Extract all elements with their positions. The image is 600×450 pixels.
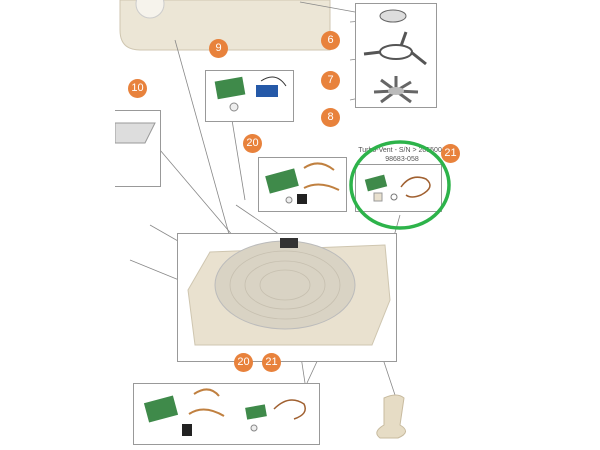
kit-20-box (258, 157, 347, 212)
lid-hub (135, 0, 165, 19)
kit-21-caption: Turbo-Vent - S/N > 2055001 98683-058 (352, 146, 452, 164)
badge-7: 7 (321, 71, 340, 90)
wire-harness-part (303, 162, 340, 191)
kit-21-model: Turbo-Vent - S/N > 2055001 (358, 147, 446, 154)
badge-20-top: 20 (243, 134, 262, 153)
cap-part (379, 9, 407, 23)
kit-21-part-number: 98683-058 (385, 156, 419, 163)
badge-21-bottom: 21 (262, 353, 281, 372)
part-10-box (115, 110, 161, 187)
vent-lid (119, 0, 331, 51)
wire-harness-part (400, 176, 431, 198)
circuit-board-part (143, 395, 179, 423)
kit-9-box (205, 70, 294, 122)
badge-6: 6 (321, 31, 340, 50)
badge-10: 10 (128, 79, 147, 98)
badge-21-top: 21 (441, 144, 460, 163)
connector-part (256, 85, 278, 97)
part-10 (115, 122, 156, 144)
fan-parts-illustration (363, 9, 427, 104)
badge-9: 9 (209, 39, 228, 58)
highlight-circle (349, 140, 451, 230)
kit-20-21-bottom-box (133, 383, 320, 445)
badge-20-bottom: 20 (234, 353, 253, 372)
vent-grille (214, 240, 356, 330)
fan-parts-box (355, 3, 437, 108)
circuit-board-part (265, 168, 299, 194)
grille-lines (229, 250, 341, 320)
circuit-board-part (214, 76, 246, 100)
badge-8: 8 (321, 108, 340, 127)
kit-21-box (355, 164, 442, 212)
knob-part (376, 394, 406, 439)
circuit-board-part (364, 174, 388, 192)
motor-connector (280, 238, 298, 248)
